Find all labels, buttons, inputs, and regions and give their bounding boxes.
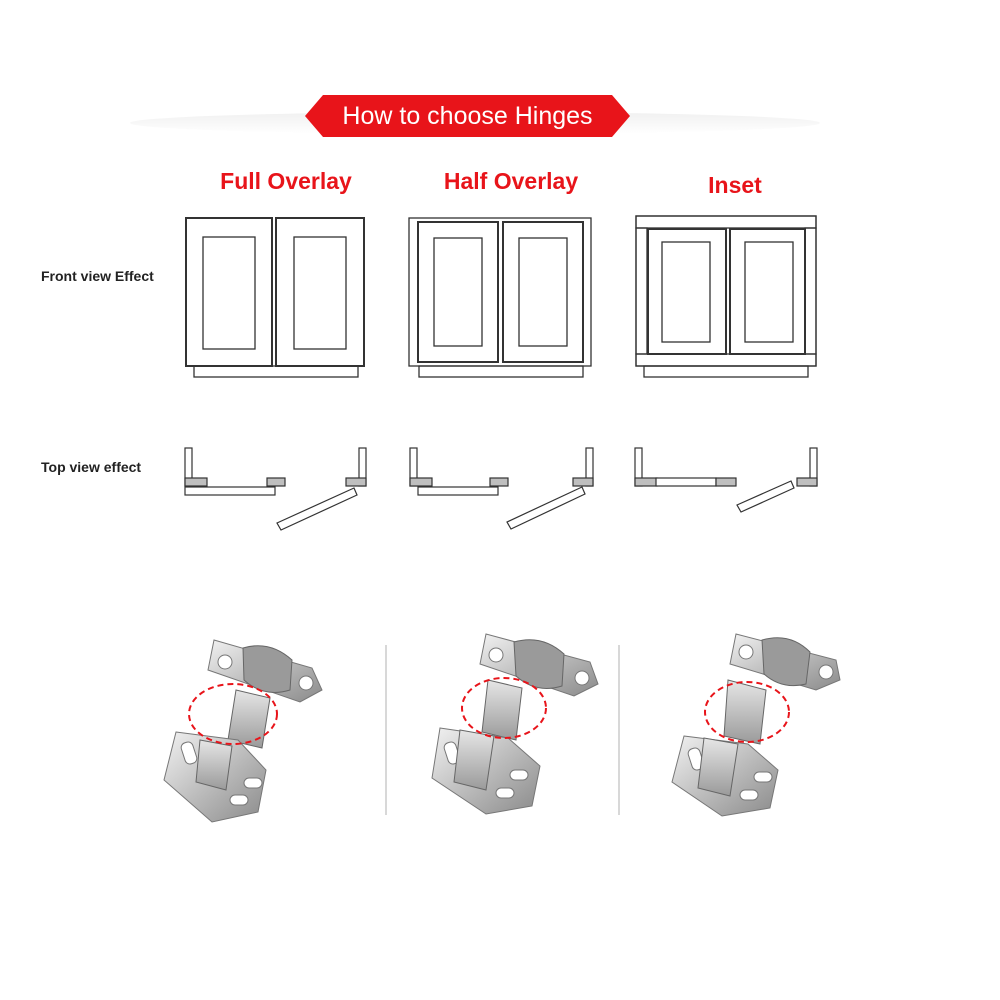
highlight-circle-half-overlay xyxy=(461,677,547,739)
column-title-inset: Inset xyxy=(708,172,762,198)
column-title-half-overlay: Half Overlay xyxy=(443,168,579,194)
banner-title: How to choose Hinges xyxy=(342,102,593,130)
hinge-inset-image xyxy=(671,633,841,817)
cabinet-half-overlay xyxy=(408,217,592,378)
highlight-circle-full-overlay xyxy=(188,683,278,745)
hinge-divider-left xyxy=(385,645,387,815)
top-view-label: Top view effect xyxy=(41,459,142,475)
hinge-divider-right xyxy=(618,645,620,815)
column-title-full-overlay: Full Overlay xyxy=(220,168,352,194)
front-view-label: Front view Effect xyxy=(41,268,154,284)
hinge-full-overlay-image xyxy=(163,639,323,823)
hinge-half-overlay-image xyxy=(431,633,599,815)
highlight-circle-inset xyxy=(704,681,790,743)
banner-arrow-shape xyxy=(305,95,630,137)
cabinet-full-overlay xyxy=(185,217,365,378)
top-view-full-overlay xyxy=(184,447,367,531)
title-banner: How to choose Hinges xyxy=(305,95,630,137)
cabinet-inset xyxy=(635,215,817,378)
top-view-inset xyxy=(634,447,818,513)
top-view-half-overlay xyxy=(409,447,594,530)
